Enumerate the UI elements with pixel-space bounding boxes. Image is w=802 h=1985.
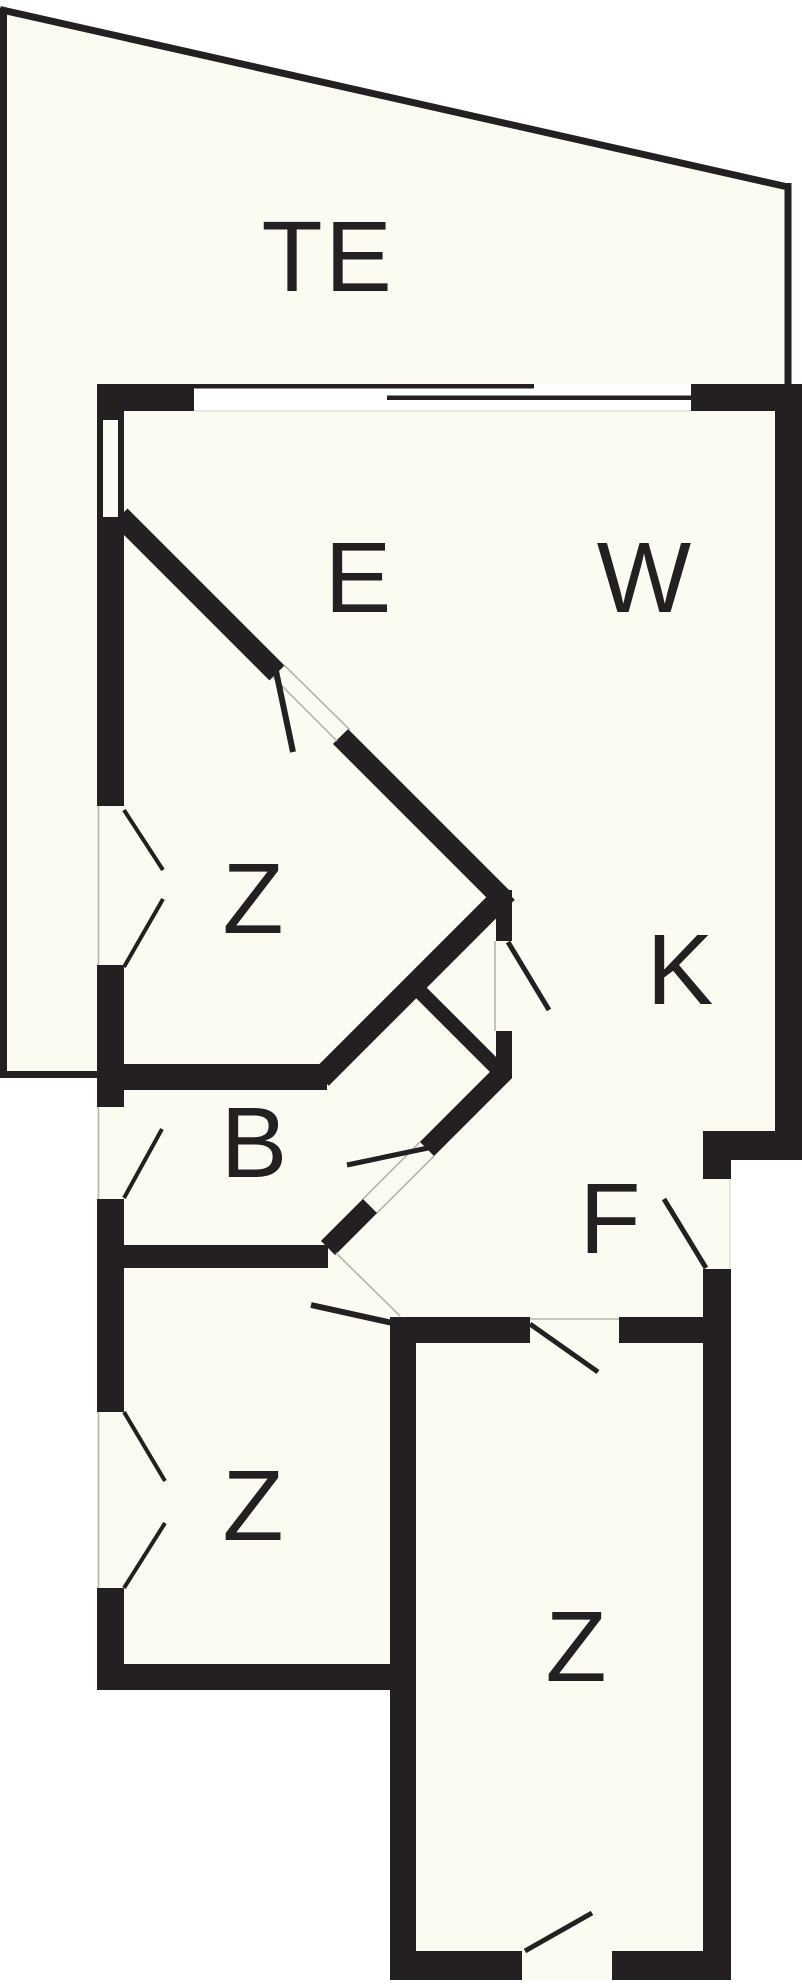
svg-text:Z: Z (222, 1450, 283, 1562)
svg-text:E: E (325, 522, 392, 634)
svg-text:B: B (221, 1087, 288, 1199)
svg-text:Z: Z (545, 1591, 606, 1703)
svg-text:W: W (597, 522, 692, 634)
svg-text:T: T (261, 201, 322, 313)
svg-text:E: E (325, 201, 392, 313)
svg-text:K: K (647, 914, 714, 1026)
svg-text:Z: Z (222, 843, 283, 955)
svg-text:F: F (579, 1163, 640, 1275)
